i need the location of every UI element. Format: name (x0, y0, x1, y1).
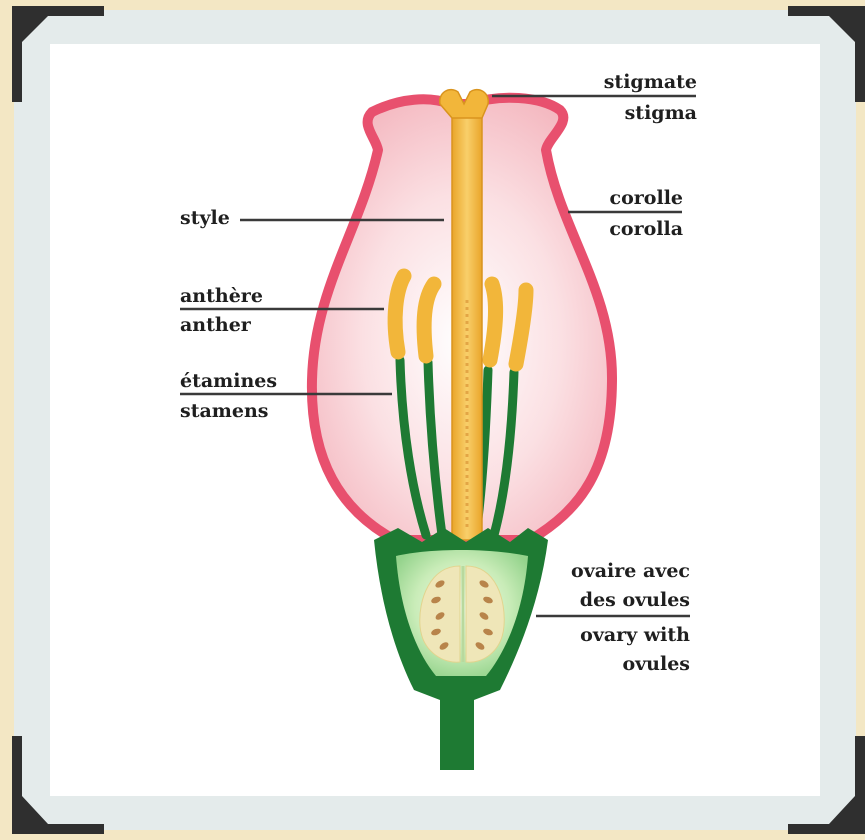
label-stigma-en: stigma (625, 104, 697, 123)
label-corolla-en: corolla (609, 220, 683, 239)
label-stamens-fr: étamines (180, 372, 277, 391)
label-stigma-fr: stigmate (604, 73, 697, 92)
label-ovary-en-1: ovary with (580, 626, 690, 645)
label-style: style (180, 209, 230, 228)
ovary-chambers (420, 566, 504, 662)
label-ovary-fr-1: ovaire avec (571, 562, 690, 581)
label-corolla-fr: corolle (610, 189, 683, 208)
anther-3 (490, 284, 496, 360)
label-ovary-en-2: ovules (622, 655, 690, 674)
label-stamens-en: stamens (180, 402, 269, 421)
label-anther-en: anther (180, 316, 251, 335)
anther-1 (395, 276, 404, 352)
label-ovary-fr-2: des ovules (580, 591, 690, 610)
stem (440, 690, 474, 770)
label-anther-fr: anthère (180, 287, 263, 306)
